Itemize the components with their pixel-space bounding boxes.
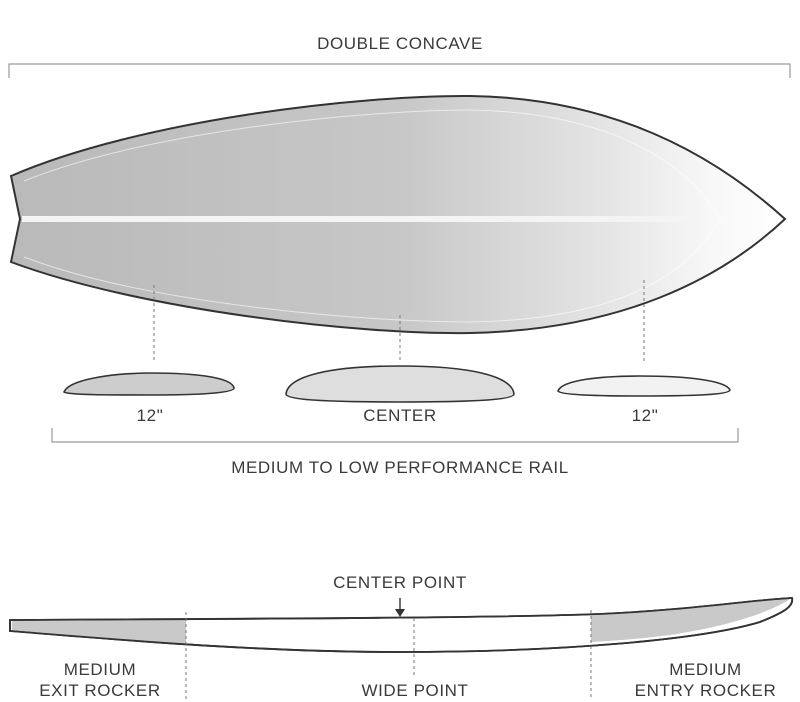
section-center-label: CENTER [363,406,437,425]
exit-rocker-label: MEDIUM EXIT ROCKER [20,659,180,701]
entry-rocker-shade [591,599,790,642]
entry-rocker-line2: ENTRY ROCKER [634,681,777,700]
exit-rocker-line2: EXIT ROCKER [39,681,161,700]
exit-rocker-line1: MEDIUM [63,660,137,679]
exit-rocker-shade [12,620,186,644]
top-bracket [8,63,791,78]
wide-point-label: WIDE POINT [361,681,469,700]
center-point-label: CENTER POINT [333,573,467,592]
rail-title: MEDIUM TO LOW PERFORMANCE RAIL [231,458,569,477]
section-right-shape [557,375,731,397]
entry-rocker-line1: MEDIUM [669,660,742,679]
section-center-shape [285,365,515,403]
entry-rocker-label: MEDIUM ENTRY ROCKER [618,659,793,701]
section-right-label: 12" [631,406,659,425]
rocker-profile [9,597,794,653]
double-concave-title: DOUBLE CONCAVE [317,34,483,53]
rail-bracket [51,428,739,443]
board-outline [9,94,787,335]
section-left-shape [63,372,235,396]
center-point-arrow-head [395,609,405,617]
section-left-label: 12" [136,406,164,425]
